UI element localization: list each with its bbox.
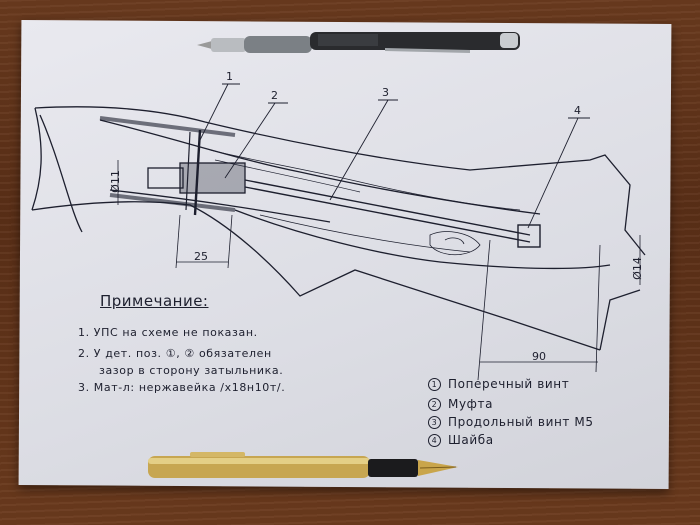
dimension-left-diameter: Ø11	[108, 170, 122, 193]
mechanical-pencil	[197, 32, 520, 53]
callout-1: 1	[226, 70, 233, 83]
callout-2: 2	[271, 89, 278, 102]
callout-3: 3	[382, 86, 389, 99]
legend-label: Муфта	[448, 397, 494, 411]
fountain-pen	[148, 452, 458, 478]
legend-item-3: 3 Продольный винт М5	[428, 415, 594, 429]
dimension-right-diameter: Ø14	[630, 257, 644, 280]
notes-title: Примечание:	[100, 292, 209, 310]
legend-number: 1	[428, 378, 441, 391]
dimension-left-span: 25	[194, 250, 208, 263]
legend-label: Шайба	[448, 433, 494, 447]
legend-item-4: 4 Шайба	[428, 433, 494, 447]
legend-number: 4	[428, 434, 441, 447]
legend-label: Продольный винт М5	[448, 415, 594, 429]
legend-number: 2	[428, 398, 441, 411]
legend-item-1: 1 Поперечный винт	[428, 377, 569, 391]
legend-item-2: 2 Муфта	[428, 397, 493, 411]
stock-drawing	[31, 83, 646, 381]
legend-number: 3	[428, 416, 441, 429]
callout-4: 4	[574, 104, 581, 117]
legend-label: Поперечный винт	[448, 377, 570, 391]
note-line-1: 1. УПС на схеме не показан.	[78, 326, 258, 339]
note-line-2-continued: зазор в сторону затыльника.	[99, 364, 284, 377]
note-line-3: 3. Мат-л: нержавейка /х18н10т/.	[78, 381, 286, 394]
dimension-right-span: 90	[532, 350, 546, 363]
note-line-2: 2. У дет. поз. ①, ② обязателен	[78, 347, 272, 360]
